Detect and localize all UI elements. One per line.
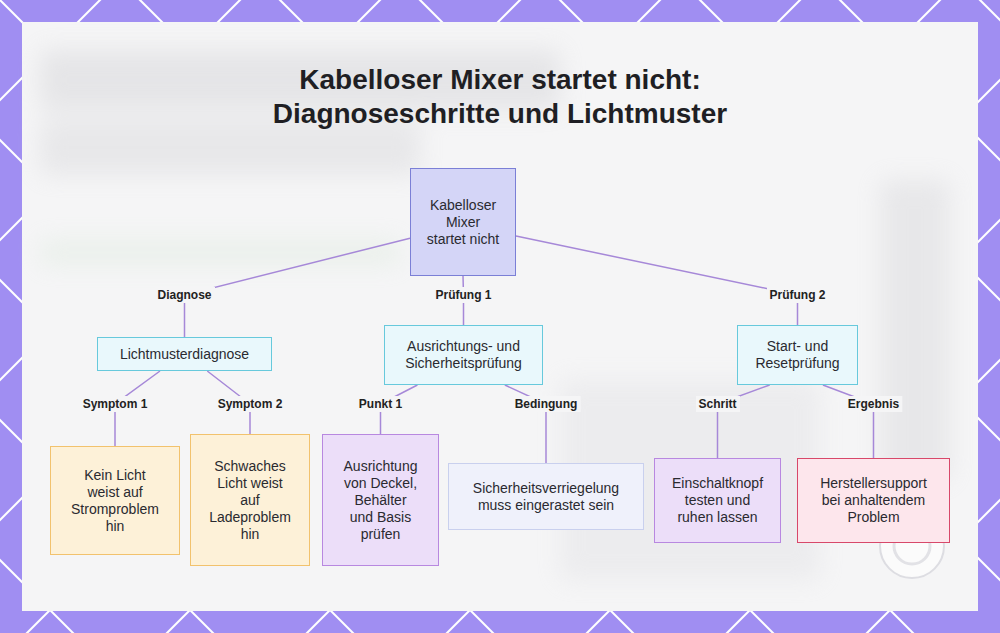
title-text: Kabelloser Mixer startet nicht: Diagnose… (273, 64, 727, 129)
root-box: Kabelloser Mixer startet nicht (410, 168, 516, 276)
edge-label: Ergebnis (845, 396, 902, 412)
edge-label: Symptom 1 (80, 396, 151, 412)
category-box: Start- und Resetprüfung (737, 325, 858, 385)
node-label: Kabelloser Mixer startet nicht (426, 197, 500, 248)
step-box: Einschaltknopf testen und ruhen lassen (654, 458, 781, 543)
condition-box: Sicherheitsverriegelung muss eingerastet… (448, 463, 644, 530)
diagram-title: Kabelloser Mixer startet nicht: Diagnose… (220, 63, 780, 131)
connector-line (516, 236, 798, 325)
result-box: Herstellersupport bei anhaltendem Proble… (797, 458, 950, 543)
node-label: Herstellersupport bei anhaltendem Proble… (812, 475, 935, 526)
node-label: Kein Licht weist auf Stromproblem hin (69, 467, 161, 535)
category-box: Ausrichtungs- und Sicherheitsprüfung (384, 325, 543, 385)
edge-label: Schritt (695, 396, 739, 412)
edge-label: Diagnose (154, 287, 214, 303)
edge-label: Prüfung 2 (767, 287, 829, 303)
category-box: Lichtmusterdiagnose (97, 337, 272, 371)
connector-line (185, 238, 411, 337)
node-label: Ausrichtung von Deckel, Behälter und Bas… (342, 458, 419, 543)
node-label: Lichtmusterdiagnose (120, 346, 249, 363)
blurred-photo (40, 50, 950, 580)
edge-label: Punkt 1 (356, 396, 405, 412)
edge-label: Symptom 2 (215, 396, 286, 412)
step-box: Ausrichtung von Deckel, Behälter und Bas… (322, 434, 439, 566)
symptom-box: Schwaches Licht weist auf Ladeproblem hi… (190, 434, 310, 566)
symptom-box: Kein Licht weist auf Stromproblem hin (50, 446, 180, 555)
panel (22, 22, 978, 611)
blur-shape (40, 240, 400, 265)
node-label: Schwaches Licht weist auf Ladeproblem hi… (208, 458, 292, 543)
node-label: Sicherheitsverriegelung muss eingerastet… (464, 480, 628, 514)
node-label: Ausrichtungs- und Sicherheitsprüfung (399, 338, 528, 372)
edge-label: Bedingung (512, 396, 581, 412)
node-label: Einschaltknopf testen und ruhen lassen (668, 475, 767, 526)
edge-label: Prüfung 1 (433, 287, 495, 303)
blur-shape (880, 180, 950, 480)
node-label: Start- und Resetprüfung (751, 338, 844, 372)
